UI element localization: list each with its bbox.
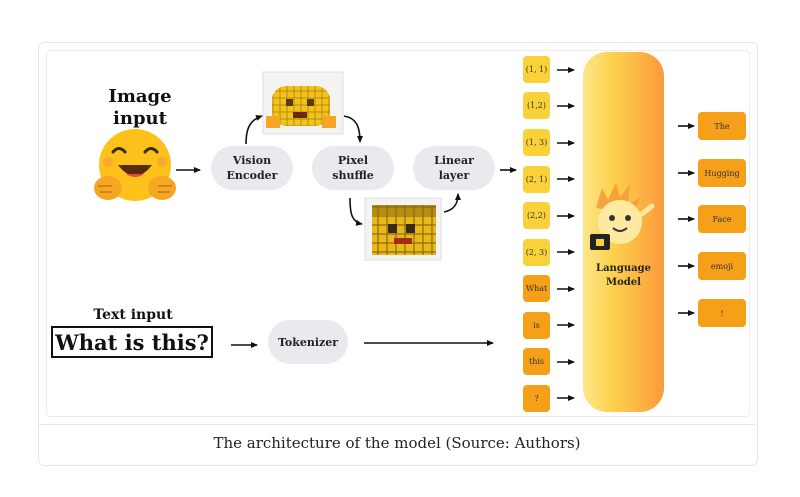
output-token-hugging: Hugging [698, 159, 746, 187]
output-token-emoji: emoji [698, 252, 746, 280]
linear-layer-box: Linear layer [413, 146, 495, 190]
arrow-encoder-to-grid [245, 115, 263, 145]
language-model-label: Language Model [596, 263, 651, 288]
output-token-the: The [698, 112, 746, 140]
text-input-label: Text input [93, 307, 173, 323]
caption-divider [39, 424, 755, 425]
image-token-2-2: (2,2) [523, 202, 550, 229]
image-token-1-3: (1, 3) [523, 129, 550, 156]
text-token-this: this [523, 348, 550, 375]
language-model-mascot-icon [590, 182, 655, 250]
text-token-question: ? [523, 385, 550, 412]
arrow-shuffle-to-shuffled-grid [349, 197, 363, 226]
image-input-label: Image input [108, 86, 172, 129]
output-token-face: Face [698, 205, 746, 233]
model-to-output-arrows [678, 123, 695, 316]
image-token-1-2: (1,2) [523, 92, 550, 119]
arrow-shuffled-grid-to-linear [443, 193, 461, 213]
token-to-model-arrows [557, 67, 575, 401]
image-token-2-1: (2, 1) [523, 166, 550, 193]
text-token-what: What [523, 275, 550, 302]
image-token-1-1: (1, 1) [523, 56, 550, 83]
vision-encoder-box: Vision Encoder [211, 146, 293, 190]
output-token-exclaim: ! [698, 299, 746, 327]
text-input-box: What is this? [51, 326, 213, 358]
figure-caption: The architecture of the model (Source: A… [213, 434, 581, 452]
tokenizer-box: Tokenizer [268, 320, 348, 364]
image-token-2-3: (2, 3) [523, 239, 550, 266]
text-token-is: is [523, 312, 550, 339]
pixel-shuffle-box: Pixel shuffle [312, 146, 394, 190]
shuffled-image-grid [364, 197, 442, 261]
hugging-face-emoji-icon [94, 129, 176, 201]
arrow-grid-to-shuffle [343, 115, 363, 143]
encoded-image-grid [262, 71, 344, 135]
